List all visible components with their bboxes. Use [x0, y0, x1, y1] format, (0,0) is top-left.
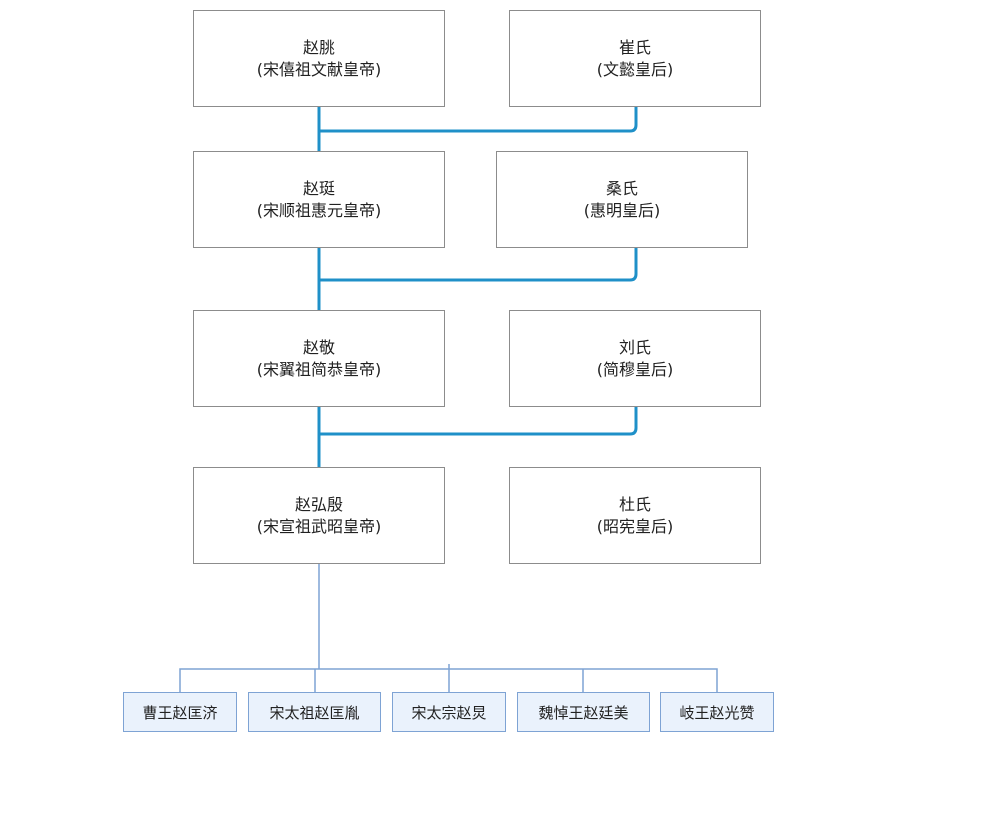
husband-node-gen3: 赵敬 (宋翼祖简恭皇帝) — [193, 310, 445, 407]
wife-node-gen4: 杜氏 (昭宪皇后) — [509, 467, 761, 564]
wife-node-gen3: 刘氏 (简穆皇后) — [509, 310, 761, 407]
child-node: 宋太祖赵匡胤 — [248, 692, 381, 732]
husband-node-gen1: 赵朓 (宋僖祖文献皇帝) — [193, 10, 445, 107]
person-title: (昭宪皇后) — [596, 516, 674, 536]
husband-node-gen2: 赵珽 (宋顺祖惠元皇帝) — [193, 151, 445, 248]
lineage-link-2 — [317, 248, 638, 282]
person-title: (宋宣祖武昭皇帝) — [256, 516, 382, 536]
person-title: (宋顺祖惠元皇帝) — [256, 200, 382, 220]
person-name: 赵珽 — [302, 178, 335, 198]
person-title: (简穆皇后) — [596, 359, 674, 379]
person-name: 崔氏 — [618, 37, 651, 57]
person-name: 桑氏 — [605, 178, 638, 198]
person-name: 赵弘殷 — [294, 494, 343, 514]
person-name: 赵敬 — [302, 337, 335, 357]
wife-node-gen2: 桑氏 (惠明皇后) — [496, 151, 748, 248]
person-title: (惠明皇后) — [583, 200, 661, 220]
lineage-link-3 — [317, 407, 638, 436]
child-node: 宋太宗赵炅 — [392, 692, 506, 732]
lineage-link-1 — [317, 107, 638, 133]
person-name: 杜氏 — [618, 494, 651, 514]
person-title: (文懿皇后) — [596, 59, 674, 79]
child-node: 魏悼王赵廷美 — [517, 692, 650, 732]
husband-node-gen4: 赵弘殷 (宋宣祖武昭皇帝) — [193, 467, 445, 564]
person-name: 刘氏 — [618, 337, 651, 357]
person-name: 赵朓 — [302, 37, 335, 57]
child-node: 曹王赵匡济 — [123, 692, 237, 732]
person-title: (宋翼祖简恭皇帝) — [256, 359, 382, 379]
child-node: 岐王赵光赞 — [660, 692, 774, 732]
person-title: (宋僖祖文献皇帝) — [256, 59, 382, 79]
wife-node-gen1: 崔氏 (文懿皇后) — [509, 10, 761, 107]
